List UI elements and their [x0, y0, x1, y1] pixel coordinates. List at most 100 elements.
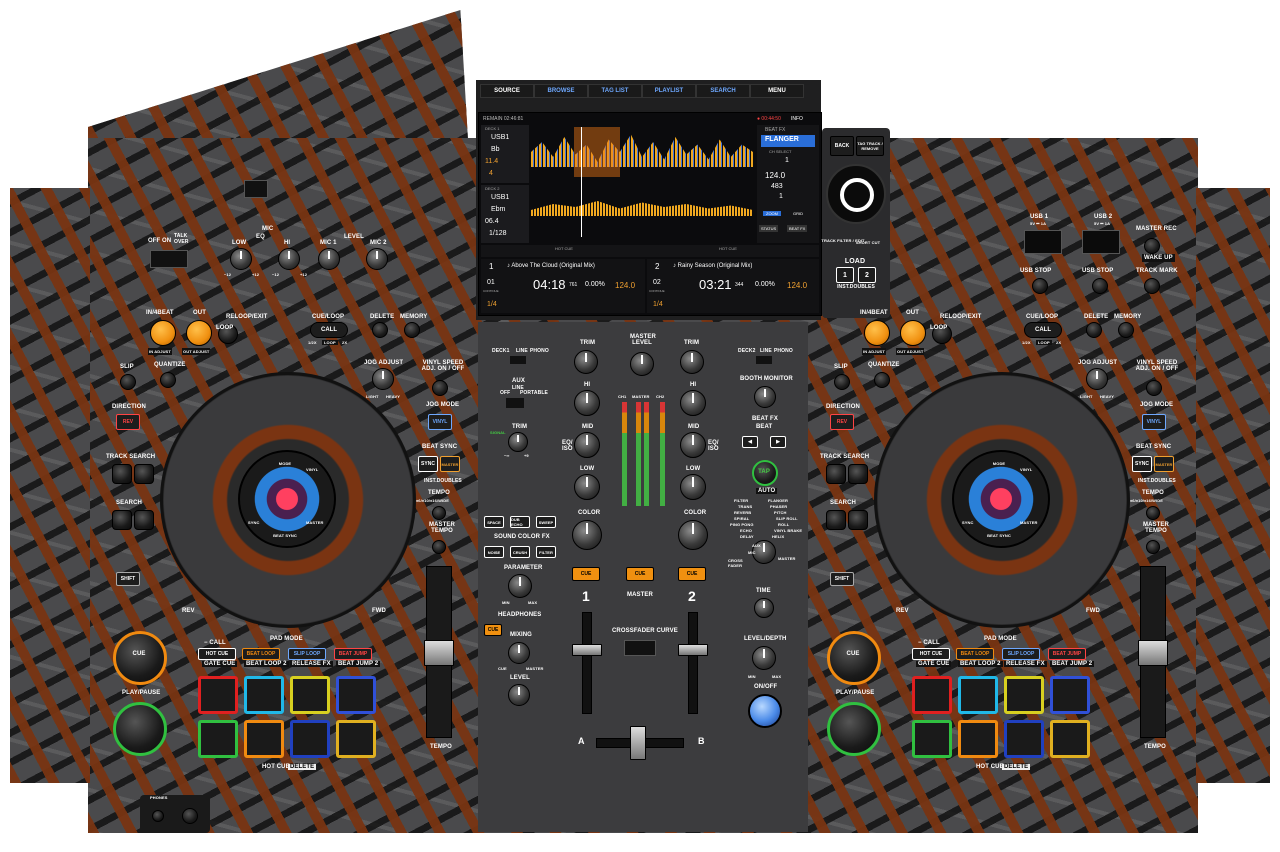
- aux-switch[interactable]: [506, 398, 524, 408]
- status-button[interactable]: STATUS: [759, 225, 779, 232]
- standby-button[interactable]: [244, 180, 268, 198]
- l-track-search-next[interactable]: [134, 464, 154, 484]
- back-button[interactable]: BACK: [830, 136, 854, 156]
- l-master-button[interactable]: MASTER: [440, 456, 460, 472]
- track-mark-button[interactable]: [1144, 278, 1160, 294]
- l-rev-button[interactable]: REV: [116, 414, 140, 430]
- r-delete-button[interactable]: [1086, 322, 1102, 338]
- fx-space-button[interactable]: SPACE: [484, 516, 504, 528]
- l-pad-1[interactable]: [198, 676, 238, 714]
- l-shift-button[interactable]: SHIFT: [116, 572, 140, 586]
- tag-track-button[interactable]: TAG TRACK / REMOVE: [856, 136, 884, 156]
- ch2-trim-knob[interactable]: [680, 350, 704, 374]
- ch1-input-switch[interactable]: [510, 356, 526, 364]
- phones-jack-large[interactable]: [182, 808, 198, 824]
- l-sync-button[interactable]: SYNC: [418, 456, 438, 472]
- l-slip-loop-mode[interactable]: SLIP LOOP: [288, 648, 326, 660]
- l-search-fwd[interactable]: [134, 510, 154, 530]
- l-out-button[interactable]: [186, 320, 212, 346]
- l-pad-4[interactable]: [336, 676, 376, 714]
- l-memory-button[interactable]: [404, 322, 420, 338]
- ch1-hi-knob[interactable]: [574, 390, 600, 416]
- l-pad-5[interactable]: [198, 720, 238, 758]
- r-in-button[interactable]: [864, 320, 890, 346]
- r-pad-4[interactable]: [1050, 676, 1090, 714]
- load-1-button[interactable]: 1: [836, 267, 854, 283]
- r-pad-6[interactable]: [958, 720, 998, 758]
- master-cue-button[interactable]: CUE: [626, 567, 654, 581]
- mic-switch[interactable]: [150, 250, 188, 268]
- info-label[interactable]: INFO: [791, 116, 803, 122]
- beat-fx-select-knob[interactable]: [752, 540, 776, 564]
- mic2-level-knob[interactable]: [366, 248, 388, 270]
- ch2-color-knob[interactable]: [678, 520, 708, 550]
- l-call-button[interactable]: CALL: [310, 322, 348, 338]
- r-pad-2[interactable]: [958, 676, 998, 714]
- mic1-level-knob[interactable]: [318, 248, 340, 270]
- fx-dub-echo-button[interactable]: DUB ECHO: [510, 516, 530, 528]
- mic-hi-knob[interactable]: [278, 248, 300, 270]
- r-master-button[interactable]: MASTER: [1154, 456, 1174, 472]
- r-track-search-next[interactable]: [848, 464, 868, 484]
- r-beat-loop-mode[interactable]: BEAT LOOP: [956, 648, 994, 660]
- usb1-stop-button[interactable]: [1032, 278, 1048, 294]
- r-cue-button[interactable]: [827, 631, 881, 685]
- l-reloop-button[interactable]: [218, 324, 238, 344]
- r-shift-button[interactable]: SHIFT: [830, 572, 854, 586]
- fx-sweep-button[interactable]: SWEEP: [536, 516, 556, 528]
- fx-name-button[interactable]: [761, 135, 815, 147]
- l-tempo-slider[interactable]: [424, 640, 454, 666]
- tab-source[interactable]: SOURCE: [480, 84, 534, 98]
- time-knob[interactable]: [754, 598, 774, 618]
- ch2-mid-knob[interactable]: [680, 432, 706, 458]
- l-pad-2[interactable]: [244, 676, 284, 714]
- usb1-port[interactable]: [1024, 230, 1062, 254]
- r-rev-button[interactable]: REV: [830, 414, 854, 430]
- beat-left-button[interactable]: ◀: [742, 436, 758, 448]
- l-jog-adjust-knob[interactable]: [372, 368, 394, 390]
- master-level-knob[interactable]: [630, 352, 654, 376]
- tab-search[interactable]: SEARCH: [696, 84, 750, 98]
- l-pad-8[interactable]: [336, 720, 376, 758]
- ch2-cue-button[interactable]: CUE: [678, 567, 706, 581]
- r-slip-button[interactable]: [834, 374, 850, 390]
- tab-menu[interactable]: MENU: [750, 84, 804, 98]
- rotary-selector[interactable]: [826, 164, 886, 224]
- usb2-stop-button[interactable]: [1092, 278, 1108, 294]
- parameter-knob[interactable]: [508, 574, 532, 598]
- tab-browse[interactable]: BROWSE: [534, 84, 588, 98]
- tap-button[interactable]: [752, 460, 778, 486]
- r-track-search-prev[interactable]: [826, 464, 846, 484]
- l-track-search-prev[interactable]: [112, 464, 132, 484]
- r-play-button[interactable]: [827, 702, 881, 756]
- booth-monitor-knob[interactable]: [754, 386, 776, 408]
- l-pad-6[interactable]: [244, 720, 284, 758]
- r-vinyl-speed-button[interactable]: [1146, 380, 1162, 396]
- aux-trim-knob[interactable]: [508, 432, 528, 452]
- fx-crush-button[interactable]: CRUSH: [510, 546, 530, 558]
- r-pad-5[interactable]: [912, 720, 952, 758]
- r-vinyl-button[interactable]: VINYL: [1142, 414, 1166, 430]
- level-depth-knob[interactable]: [752, 646, 776, 670]
- ch1-channel-fader[interactable]: [572, 644, 602, 656]
- grid-button[interactable]: GRID: [793, 211, 803, 216]
- load-2-button[interactable]: 2: [858, 267, 876, 283]
- r-jog-adjust-knob[interactable]: [1086, 368, 1108, 390]
- master-rec-button[interactable]: [1144, 238, 1160, 254]
- r-tempo-range-button[interactable]: [1146, 506, 1160, 520]
- phones-level-knob[interactable]: [508, 684, 530, 706]
- l-vinyl-button[interactable]: VINYL: [428, 414, 452, 430]
- headphones-cue-button[interactable]: CUE: [484, 624, 502, 636]
- r-out-button[interactable]: [900, 320, 926, 346]
- fx-noise-button[interactable]: NOISE: [484, 546, 504, 558]
- r-search-fwd[interactable]: [848, 510, 868, 530]
- ch1-color-knob[interactable]: [572, 520, 602, 550]
- r-beat-jump-mode[interactable]: BEAT JUMP: [1048, 648, 1086, 660]
- beatfx-button[interactable]: BEAT FX: [787, 225, 808, 232]
- l-tempo-range-button[interactable]: [432, 506, 446, 520]
- ch1-trim-knob[interactable]: [574, 350, 598, 374]
- l-cue-button[interactable]: [113, 631, 167, 685]
- r-sync-button[interactable]: SYNC: [1132, 456, 1152, 472]
- ch2-channel-fader[interactable]: [678, 644, 708, 656]
- beat-fx-on-off-button[interactable]: [748, 694, 782, 728]
